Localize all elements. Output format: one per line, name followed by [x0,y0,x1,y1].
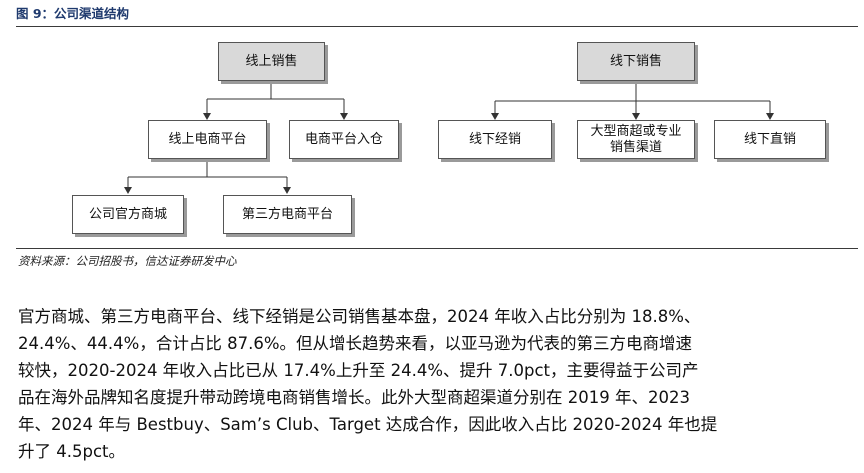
node-supermarket-line1: 大型商超或专业 [590,123,682,139]
title-divider [16,26,858,27]
arrowhead [124,187,132,194]
node-offline-direct: 线下直销 [714,120,826,159]
arrowhead [340,113,348,120]
arrowhead [766,113,774,120]
node-official-store: 公司官方商城 [72,195,184,234]
org-chart-connectors [124,82,774,194]
paragraph-line: 品在海外品牌知名度提升带动跨境电商销售增长。此外大型商超渠道分别在 2019 年… [18,388,690,407]
source-divider [16,248,858,249]
body-paragraph: 官方商城、第三方电商平台、线下经销是公司销售基本盘，2024 年收入占比分别为 … [18,303,852,465]
paragraph-line: 年、2024 年与 Bestbuy、Sam’s Club、Target 达成合作… [18,415,718,434]
arrowhead [632,113,640,120]
node-online-sales: 线上销售 [218,42,325,81]
node-third-party-platform: 第三方电商平台 [223,195,352,234]
node-online-platform: 线上电商平台 [148,120,267,159]
node-supermarket-channel: 大型商超或专业 销售渠道 [577,120,695,159]
paragraph-line: 官方商城、第三方电商平台、线下经销是公司销售基本盘，2024 年收入占比分别为 … [18,307,701,326]
figure-title: 图 9：公司渠道结构 [16,6,130,21]
paragraph-line: 较快，2020-2024 年收入占比已从 17.4%上升至 24.4%、提升 7… [18,361,699,380]
arrowhead [283,187,291,194]
arrowhead [203,113,211,120]
paragraph-line: 升了 4.5pct。 [18,442,126,461]
figure-source: 资料来源：公司招股书，信达证券研发中心 [18,254,237,268]
paragraph-line: 24.4%、44.4%，合计占比 87.6%。但从增长趋势来看，以亚马逊为代表的… [18,334,692,353]
node-offline-sales: 线下销售 [577,42,695,81]
arrowhead [491,113,499,120]
node-offline-distribution: 线下经销 [438,120,552,159]
node-supermarket-line2: 销售渠道 [609,139,662,155]
node-platform-warehouse: 电商平台入仓 [289,120,399,159]
